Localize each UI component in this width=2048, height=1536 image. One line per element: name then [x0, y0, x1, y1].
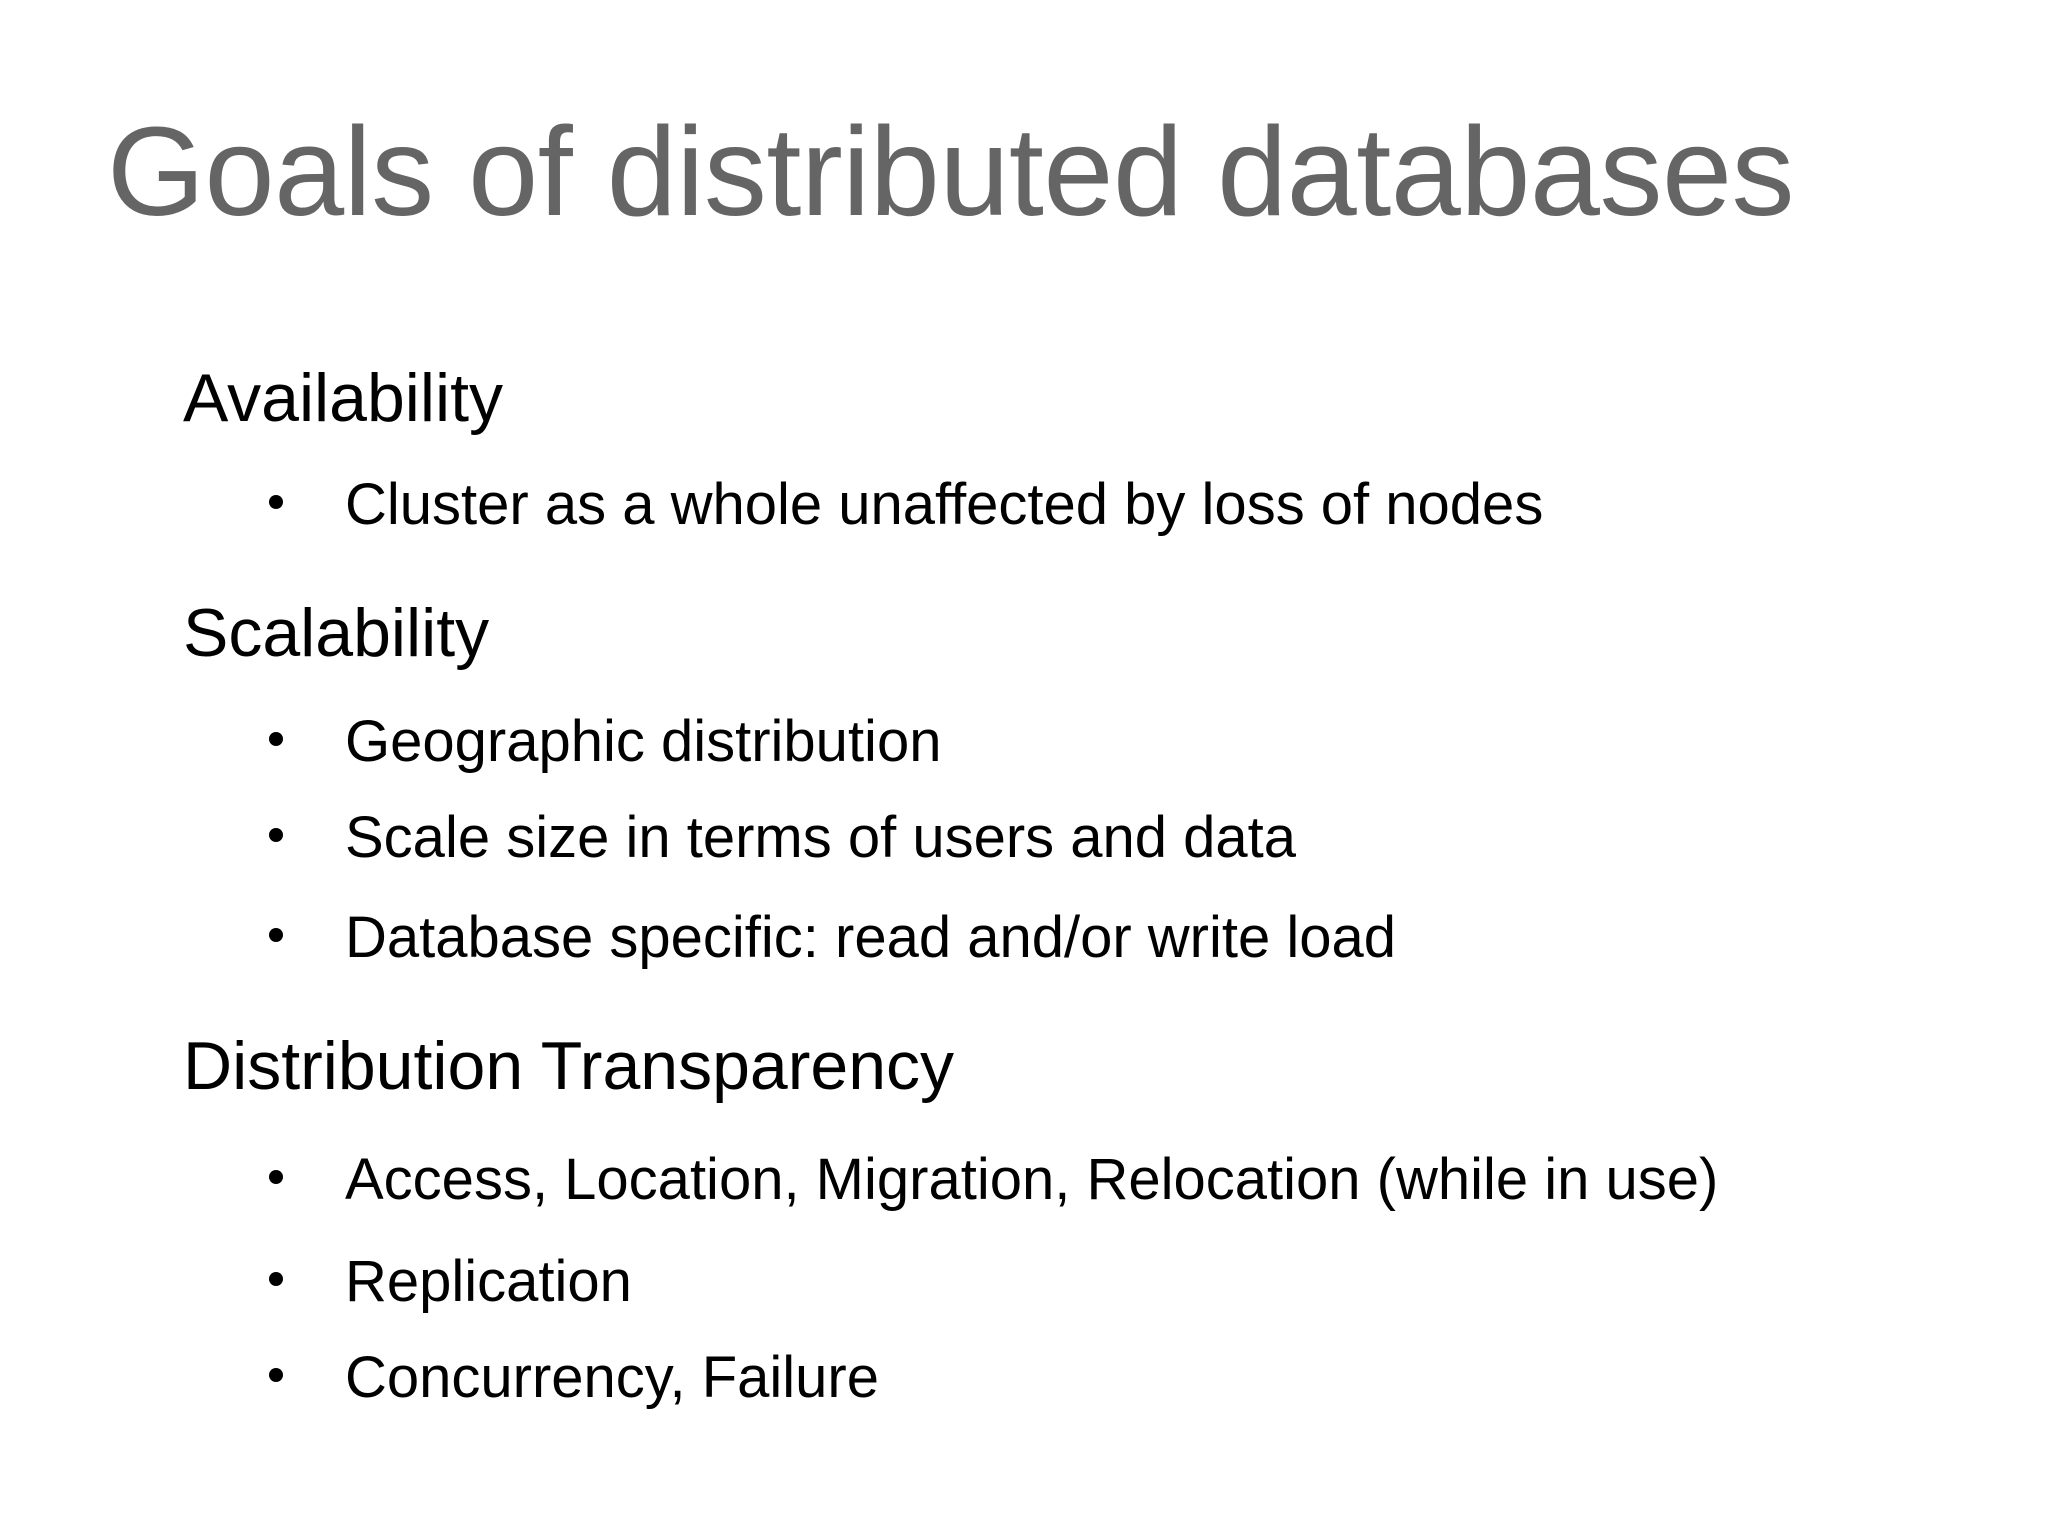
bullet-icon: [269, 1170, 283, 1184]
bullet-item: Database specific: read and/or write loa…: [345, 905, 1397, 970]
bullet-item: Access, Location, Migration, Relocation …: [345, 1147, 1719, 1212]
bullet-icon: [269, 1272, 283, 1286]
bullet-icon: [269, 828, 283, 842]
bullet-icon: [269, 732, 283, 746]
bullet-item: Concurrency, Failure: [345, 1345, 880, 1410]
bullet-icon: [269, 495, 283, 509]
slide-title: Goals of distributed databases: [107, 101, 1795, 242]
bullet-item: Geographic distribution: [345, 709, 942, 774]
bullet-item: Replication: [345, 1249, 632, 1314]
bullet-item: Cluster as a whole unaffected by loss of…: [345, 472, 1544, 537]
section-heading-availability: Availability: [183, 360, 504, 436]
section-heading-scalability: Scalability: [183, 595, 490, 671]
bullet-item: Scale size in terms of users and data: [345, 805, 1297, 870]
section-heading-distribution-transparency: Distribution Transparency: [183, 1028, 955, 1104]
bullet-icon: [269, 1368, 283, 1382]
bullet-icon: [269, 928, 283, 942]
